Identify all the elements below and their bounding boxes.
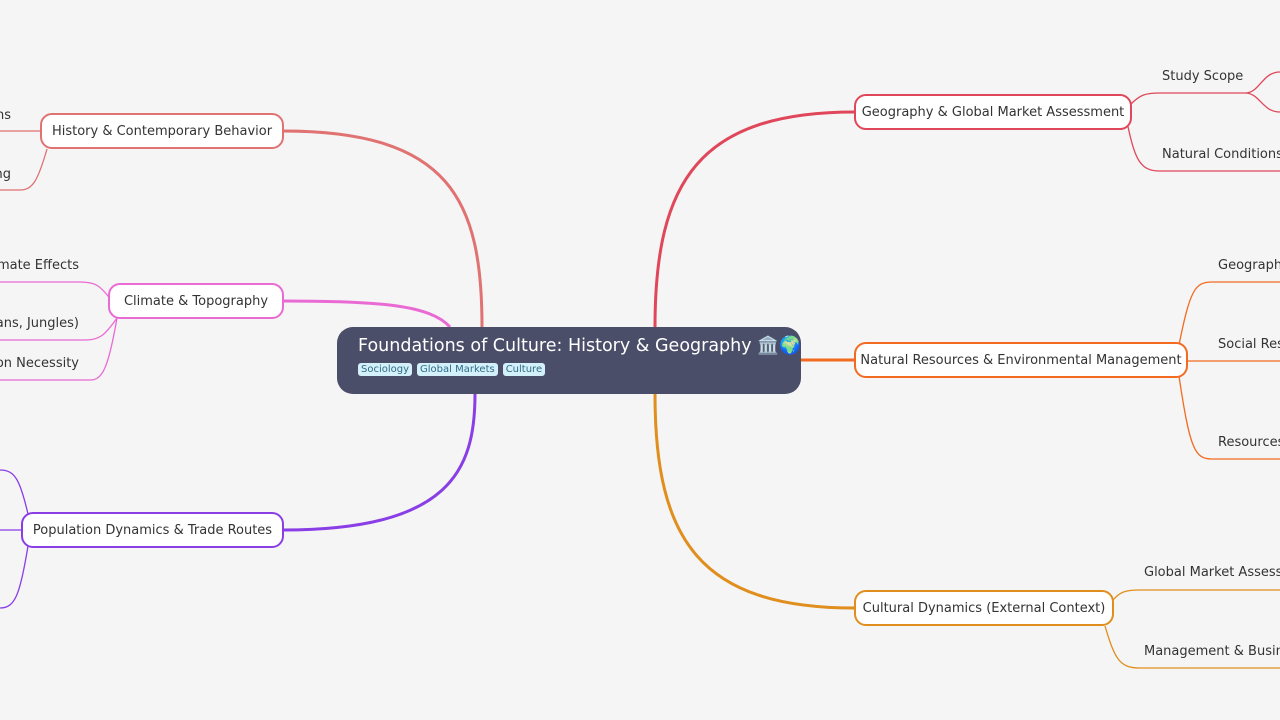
leaf-jungles[interactable]: ans, Jungles) xyxy=(0,316,79,331)
link-jungles xyxy=(0,317,118,341)
node-natural-resources[interactable]: Natural Resources & Environmental Manage… xyxy=(854,342,1188,378)
link-root-climate xyxy=(282,299,452,329)
leaf-history-2[interactable]: ng xyxy=(0,167,11,182)
tag-culture[interactable]: Culture xyxy=(502,363,546,376)
link-root-population xyxy=(282,393,477,532)
link-necessity xyxy=(0,317,118,381)
link-pop-up xyxy=(0,469,29,515)
leaf-necessity[interactable]: ion Necessity xyxy=(0,356,79,371)
link-climate-effects xyxy=(0,281,112,301)
geography-links xyxy=(653,71,1280,328)
node-climate[interactable]: Climate & Topography xyxy=(108,283,284,319)
node-history[interactable]: History & Contemporary Behavior xyxy=(40,113,284,149)
leaf-resources[interactable]: Resources xyxy=(1218,435,1280,450)
tag-global-markets[interactable]: Global Markets xyxy=(417,363,498,376)
node-cultural-dynamics[interactable]: Cultural Dynamics (External Context) xyxy=(854,590,1114,626)
link-root-cultural xyxy=(653,393,856,610)
leaf-study-scope[interactable]: Study Scope xyxy=(1162,69,1244,84)
link-root-geography xyxy=(653,110,856,328)
tag-list: Sociology Global Markets Culture xyxy=(358,363,801,376)
node-geography-market[interactable]: Geography & Global Market Assessment xyxy=(854,94,1132,130)
link-ng xyxy=(0,148,48,191)
root-title: Foundations of Culture: History & Geogra… xyxy=(358,336,752,356)
link-geography xyxy=(1178,281,1280,346)
link-resources xyxy=(1178,375,1280,460)
leaf-social-resp[interactable]: Social Resp xyxy=(1218,337,1280,352)
leaf-natural-conditions[interactable]: Natural Conditions I xyxy=(1162,147,1280,162)
link-pop-down xyxy=(0,545,29,609)
leaf-management-business[interactable]: Management & Busines xyxy=(1144,644,1280,659)
leaf-global-market-assessment[interactable]: Global Market Assessm xyxy=(1144,565,1280,580)
link-global-market xyxy=(1112,589,1280,601)
leaf-geography[interactable]: Geography xyxy=(1218,258,1280,273)
link-root-history xyxy=(282,129,484,328)
link-natural-conditions xyxy=(1126,121,1280,172)
node-population[interactable]: Population Dynamics & Trade Routes xyxy=(21,512,284,548)
link-management xyxy=(1104,625,1280,669)
tag-sociology[interactable]: Sociology xyxy=(358,363,413,376)
leaf-history-1[interactable]: ns xyxy=(0,108,11,123)
bank-globe-emoji-icon: 🏛️🌍 xyxy=(757,336,801,356)
leaf-climate-effects[interactable]: limate Effects xyxy=(0,258,79,273)
root-node[interactable]: Foundations of Culture: History & Geogra… xyxy=(337,327,801,394)
link-study-scope xyxy=(1130,71,1280,113)
